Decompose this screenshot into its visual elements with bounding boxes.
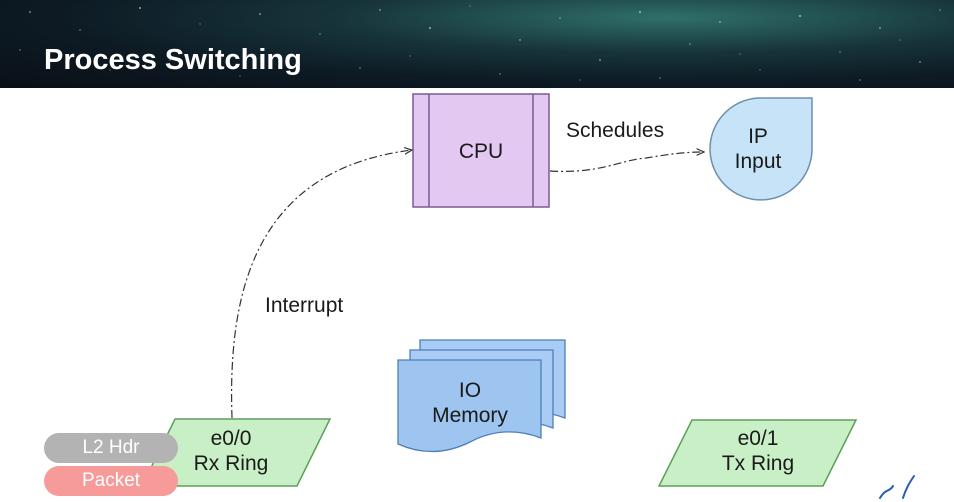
- l2-hdr-pill: L2 Hdr: [44, 433, 178, 463]
- ip-input-line2: Input: [734, 150, 782, 174]
- tx-ring-node: [657, 419, 858, 487]
- schedules-label: Schedules: [566, 119, 665, 142]
- packet-pill: Packet: [44, 466, 178, 496]
- pen-scribble: [879, 475, 915, 499]
- interrupt-label: Interrupt: [265, 294, 344, 317]
- io-memory-line2: Memory: [432, 404, 508, 428]
- ip-input-node: [709, 97, 813, 201]
- rx-ring-node: [140, 418, 332, 487]
- starfield: [19, 5, 941, 81]
- rx-ring-line1: e0/0: [210, 427, 252, 450]
- cpu-label: CPU: [458, 140, 504, 163]
- io-memory-label: IO Memory: [410, 378, 530, 428]
- title-banner: Process Switching: [0, 0, 954, 88]
- tx-ring-line2: Tx Ring: [721, 452, 795, 476]
- ip-input-label: IP Input: [710, 124, 806, 174]
- io-memory-node: [397, 339, 566, 453]
- interrupt-edge: [231, 150, 412, 419]
- io-memory-line1: IO: [458, 379, 482, 402]
- tx-ring-label: e0/1 Tx Ring: [700, 426, 816, 476]
- rx-ring-label: e0/0 Rx Ring: [176, 426, 286, 476]
- rx-ring-line2: Rx Ring: [193, 452, 269, 476]
- slide-title: Process Switching: [44, 44, 302, 76]
- schedules-edge: [549, 152, 704, 173]
- ip-input-line1: IP: [748, 125, 768, 148]
- tx-ring-line1: e0/1: [737, 427, 779, 450]
